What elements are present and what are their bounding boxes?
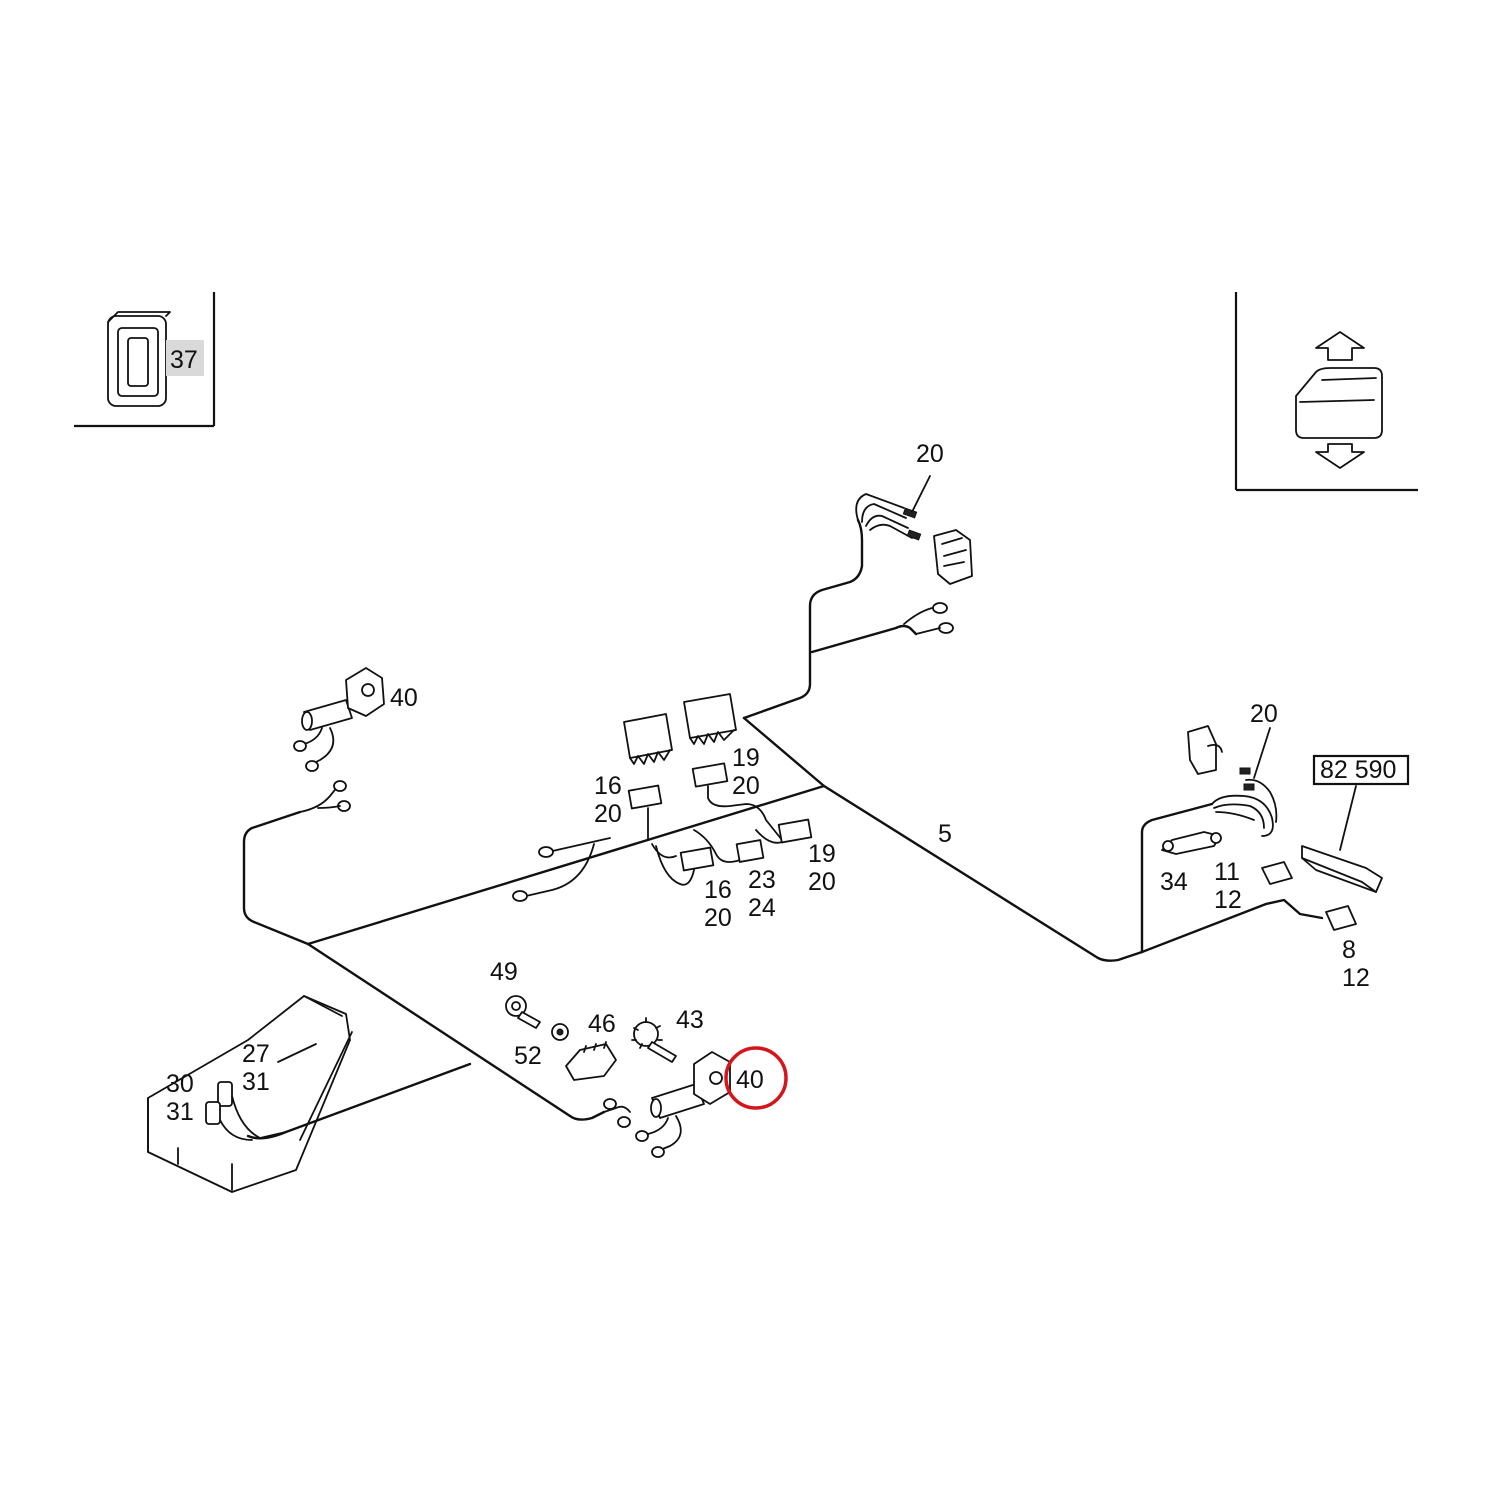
connector-icon	[1261, 861, 1293, 885]
callout-20-right: 20	[1250, 700, 1278, 728]
inset-switch-37: 37	[74, 292, 216, 428]
control-module-icon	[1301, 845, 1383, 893]
callout-23: 23	[748, 866, 776, 894]
callout-46: 46	[588, 1010, 616, 1038]
callout-20-d: 20	[808, 868, 836, 896]
switch-icon	[1187, 725, 1217, 775]
connector-icon	[627, 784, 663, 810]
lower-motor-assembly: 49 52 46 43 40	[490, 958, 788, 1158]
harness-connectors: 16 20 19 20 16 20 23 24 19 20	[512, 744, 836, 932]
harness-trunk	[242, 518, 1324, 1140]
door-window-icon	[1295, 367, 1383, 439]
window-motor-upper: 40	[293, 667, 418, 813]
callout-27: 27	[242, 1040, 270, 1068]
connector-icon	[691, 762, 729, 788]
callout-12-a: 12	[1214, 886, 1242, 914]
arrow-down-icon	[1315, 443, 1365, 469]
clip-icon	[565, 1043, 617, 1081]
arrow-up-icon	[1315, 331, 1365, 361]
relay-left-icon	[623, 713, 673, 759]
callout-12-b: 12	[1342, 964, 1370, 992]
callout-40-lower: 40	[736, 1066, 764, 1094]
relay-right-icon	[683, 693, 737, 739]
connector-icon	[777, 818, 813, 844]
callout-20-top: 20	[916, 440, 944, 468]
callout-16-a: 16	[594, 772, 622, 800]
callout-40-upper: 40	[390, 684, 418, 712]
callout-8: 8	[1342, 936, 1356, 964]
callout-20-b: 20	[732, 772, 760, 800]
callout-20-a: 20	[594, 800, 622, 828]
reference-82590: 82 590	[1320, 756, 1396, 784]
callout-19-a: 19	[732, 744, 760, 772]
callout-49: 49	[490, 958, 518, 986]
callout-34: 34	[1160, 868, 1188, 896]
callout-30: 30	[166, 1070, 194, 1098]
callout-43: 43	[676, 1006, 704, 1034]
right-connector-cluster: 20 34 11 12 8 12 82 590	[1160, 700, 1410, 992]
callout-5-trunk: 5	[938, 820, 952, 848]
center-relays	[623, 693, 737, 765]
connector-icon	[679, 846, 715, 872]
top-connector-cluster: 20	[855, 440, 973, 635]
callout-37: 37	[170, 346, 198, 374]
connector-icon	[217, 1081, 233, 1107]
connector-icon	[735, 839, 765, 863]
callout-24: 24	[748, 894, 776, 922]
relay-icon	[933, 529, 973, 585]
callout-11: 11	[1214, 858, 1240, 886]
callout-20-c: 20	[704, 904, 732, 932]
callout-31-a: 31	[242, 1068, 270, 1096]
callout-19-b: 19	[808, 840, 836, 868]
highlight-circle	[724, 1046, 788, 1110]
plug-icon	[938, 622, 954, 634]
plug-icon	[932, 602, 948, 614]
inset-window-lift-symbol	[1234, 292, 1418, 492]
callout-31-b: 31	[166, 1098, 194, 1126]
callout-16-b: 16	[704, 876, 732, 904]
connector-icon	[205, 1101, 221, 1125]
callout-52: 52	[514, 1042, 542, 1070]
lower-left-housing: 27 31 30 31	[147, 995, 353, 1193]
connector-icon	[1325, 905, 1357, 931]
